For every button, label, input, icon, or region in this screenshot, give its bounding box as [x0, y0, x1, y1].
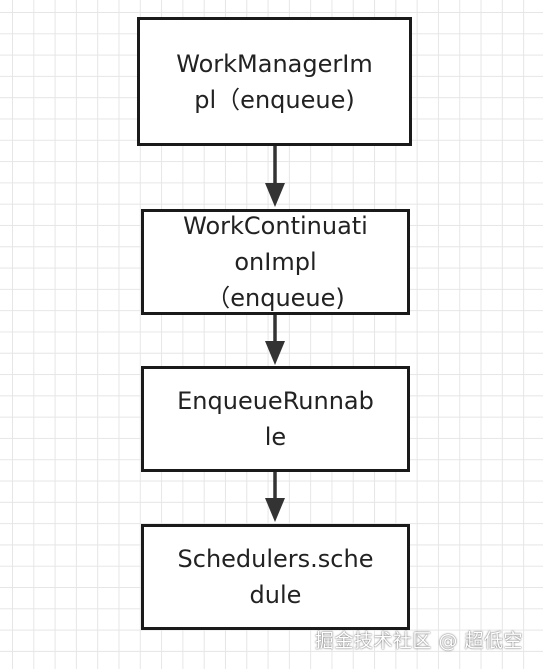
node-enqueuerunnable: EnqueueRunnab le — [141, 366, 410, 472]
watermark-text: 掘金技术社区 @ 超低空 — [314, 630, 523, 652]
node-workmanagerimpl-enqueue: WorkManagerIm pl（enqueue) — [137, 17, 412, 146]
node-label: Schedulers.sche dule — [177, 545, 374, 609]
node-label: WorkContinuati onImpl （enqueue) — [183, 212, 368, 312]
arrow-n3-n4 — [265, 472, 285, 522]
arrow-n2-n3 — [265, 315, 285, 365]
node-workcontinuationimpl-enqueue: WorkContinuati onImpl （enqueue) — [141, 209, 410, 315]
arrow-n1-n2 — [265, 146, 285, 207]
node-schedulers-schedule: Schedulers.sche dule — [141, 524, 410, 630]
node-label: WorkManagerIm pl（enqueue) — [176, 49, 373, 114]
node-label: EnqueueRunnab le — [177, 387, 374, 451]
